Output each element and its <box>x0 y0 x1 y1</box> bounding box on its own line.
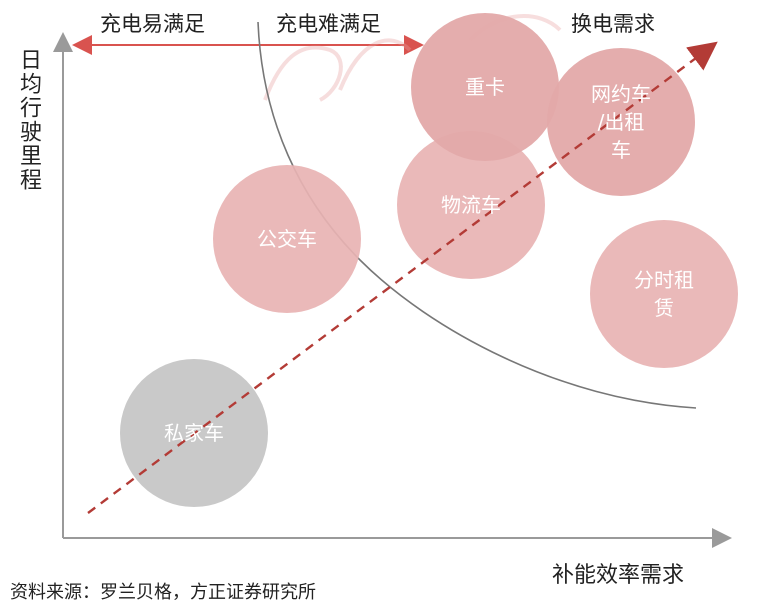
source-note: 资料来源：罗兰贝格，方正证券研究所 <box>10 582 316 603</box>
label-swap-demand: 换电需求 <box>571 12 655 36</box>
bubble-label-rental: 分时租 赁 <box>634 268 694 320</box>
bubble-logistics <box>397 131 545 279</box>
bubble-heavy-truck <box>411 13 559 161</box>
bubble-label-bus: 公交车 <box>257 227 317 251</box>
bubble-label-heavy-truck: 重卡 <box>465 75 505 99</box>
bubble-label-private-car: 私家车 <box>164 421 224 445</box>
bubble-bus <box>213 165 361 313</box>
y-axis-label: 日均行驶里程 <box>16 48 41 192</box>
boundary-curve <box>257 21 697 409</box>
bubble-rental <box>590 220 738 368</box>
bubble-label-logistics: 物流车 <box>441 193 501 217</box>
x-axis-label: 补能效率需求 <box>552 563 685 588</box>
label-charging-easy: 充电易满足 <box>100 12 205 36</box>
trend-arrow <box>87 41 718 514</box>
label-charging-hard: 充电难满足 <box>276 12 381 36</box>
bubble-label-ride-hailing: 网约车 /出租 车 <box>591 82 651 162</box>
